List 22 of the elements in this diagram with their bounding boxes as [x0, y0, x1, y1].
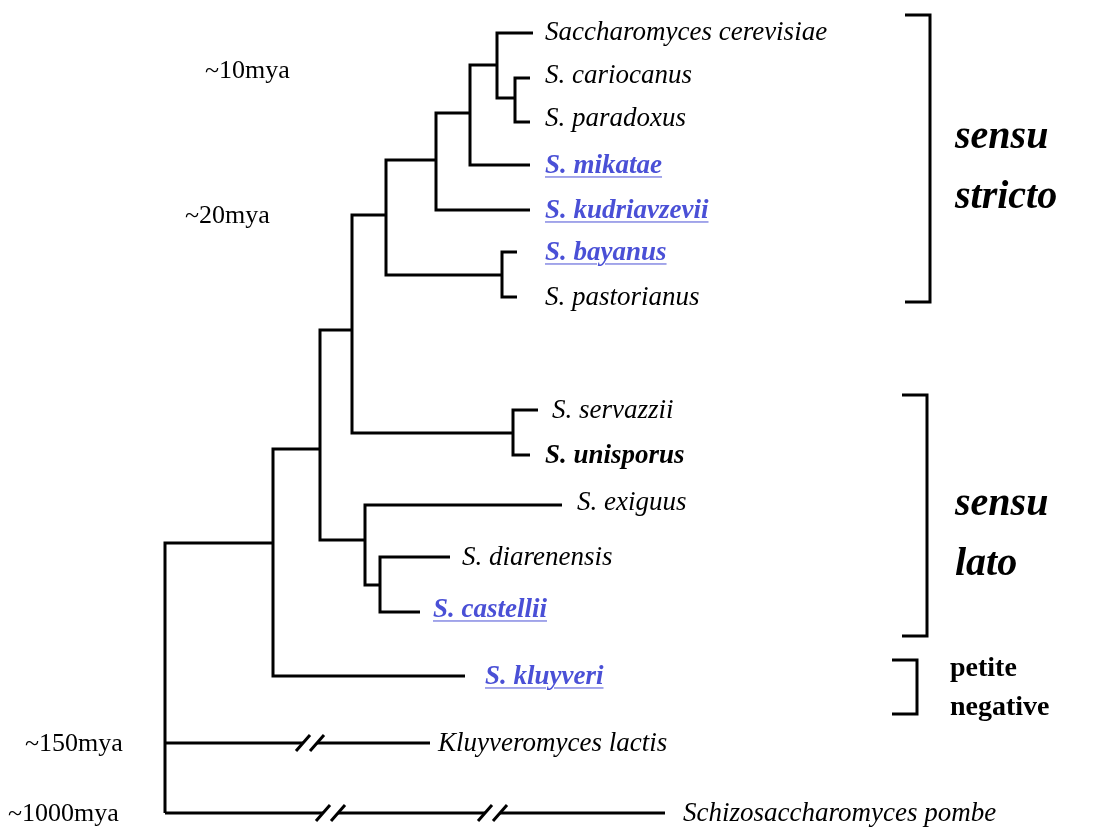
- species-name: Schizosaccharomyces pombe: [683, 797, 997, 829]
- group-label: petite negative: [950, 649, 1051, 723]
- species-name: S. paradoxus: [545, 102, 686, 134]
- time-label: ~10mya: [205, 55, 290, 85]
- species-link: S. kudriavzevii: [545, 194, 709, 226]
- species-name: Kluyveromyces lactis: [438, 727, 668, 759]
- species-name: S. exiguus: [577, 486, 687, 518]
- group-label: sensu stricto: [955, 111, 1059, 219]
- species-name: S. pastorianus: [545, 281, 700, 313]
- species-name: S. servazzii: [552, 394, 674, 426]
- species-link: S. castellii: [433, 593, 547, 625]
- species-link: S. mikatae: [545, 149, 662, 181]
- species-link: S. bayanus: [545, 236, 667, 268]
- time-label: ~150mya: [25, 728, 123, 758]
- group-label: sensu lato: [955, 478, 1050, 586]
- species-name: S. cariocanus: [545, 59, 692, 91]
- species-name: Saccharomyces cerevisiae: [545, 16, 828, 48]
- time-label: ~20mya: [185, 200, 270, 230]
- species-link: S. kluyveri: [485, 660, 604, 692]
- time-label: ~1000mya: [8, 798, 119, 828]
- species-name: S. diarenensis: [462, 541, 613, 573]
- species-name: S. unisporus: [545, 439, 685, 471]
